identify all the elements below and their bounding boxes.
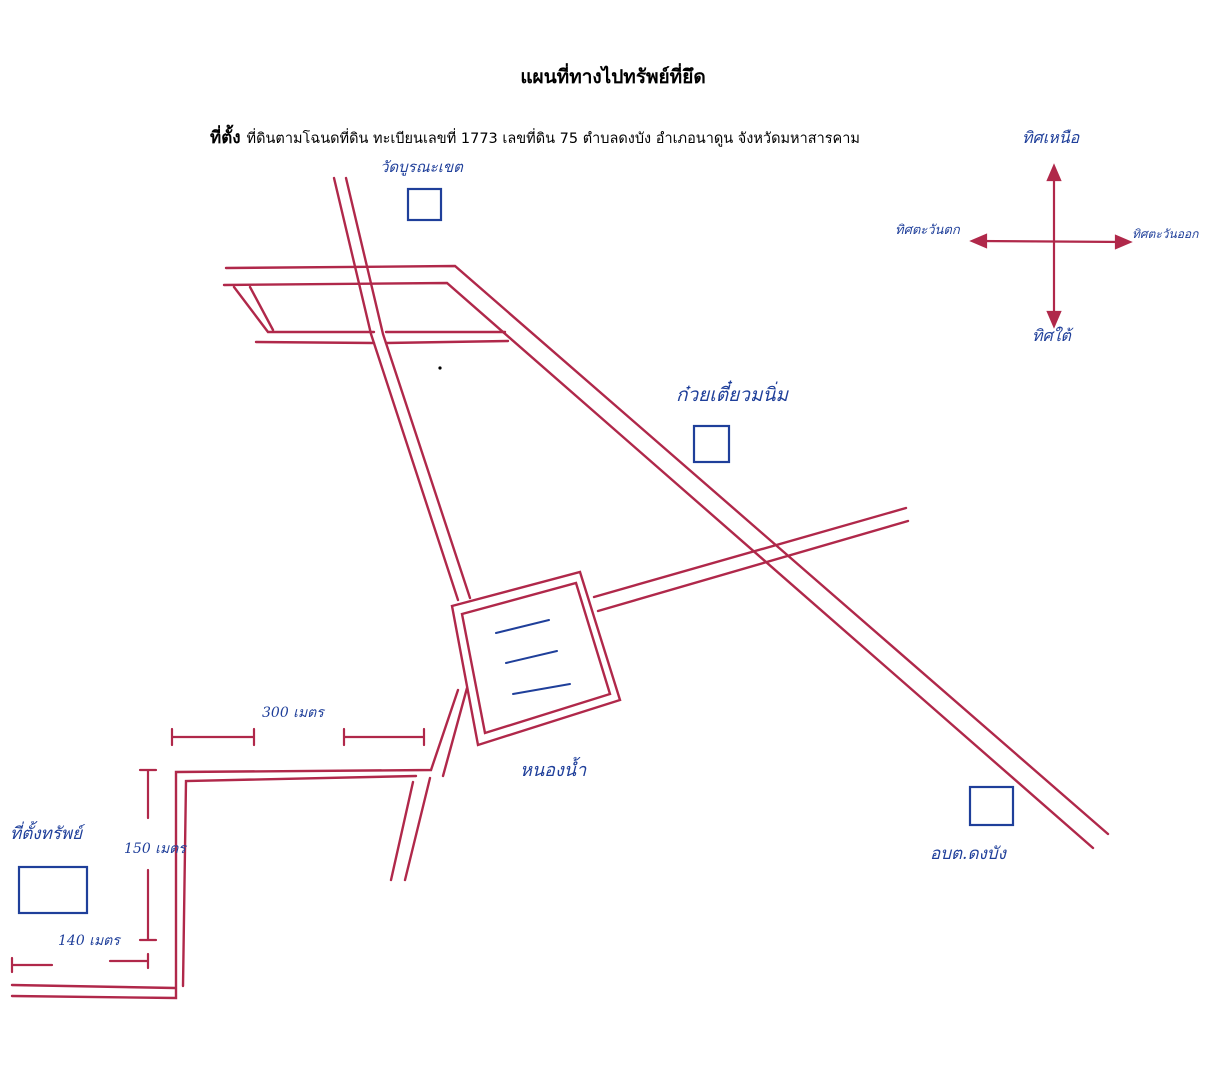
- temple-box: [406, 187, 443, 222]
- road-vertical-a: [332, 176, 460, 602]
- road-top-inner: [222, 281, 1095, 850]
- road-south-b: [441, 686, 469, 778]
- road-connector-c: [254, 340, 376, 345]
- compass-south-label: ทิศใต้: [1032, 326, 1071, 345]
- road-south-e: [10, 983, 177, 990]
- south-arrow-icon: [1046, 310, 1062, 329]
- distance-150-label: 150 เมตร: [124, 841, 186, 857]
- compass-east-label: ทิศตะวันออก: [1132, 227, 1199, 241]
- distance-140-label: 140 เมตร: [58, 933, 120, 949]
- location-line: ที่ตั้ง ที่ดินตามโฉนดที่ดิน ทะเบียนเลขที่…: [210, 124, 860, 151]
- tao-office-box: [968, 785, 1015, 827]
- road-connector-a: [232, 285, 376, 334]
- d140-right: [108, 952, 150, 970]
- location-text: ที่ดินตามโฉนดที่ดิน ทะเบียนเลขที่ 1773 เ…: [246, 131, 860, 147]
- page-title: แผนที่ทางไปทรัพย์ที่ยึด: [520, 66, 706, 88]
- road-south-a: [10, 688, 460, 1000]
- distance-300-label: 300 เมตร: [262, 705, 324, 721]
- west-arrow-icon: [969, 233, 988, 249]
- compass-west-label: ทิศตะวันตก: [895, 223, 960, 238]
- road-top: [224, 264, 1110, 836]
- road-east-b: [596, 519, 910, 613]
- distance-markers: [10, 727, 426, 974]
- road-vertical-b: [344, 176, 472, 600]
- temple-label: วัดบูรณะเขต: [380, 158, 463, 176]
- pond: [450, 570, 622, 747]
- north-arrow-icon: [1046, 163, 1062, 182]
- d140-left: [10, 956, 54, 974]
- noodle-shop-box: [692, 424, 731, 464]
- east-arrow-icon: [1114, 234, 1133, 250]
- landmark-boxes: [17, 187, 1015, 915]
- location-label: ที่ตั้ง: [210, 128, 241, 148]
- road-south-c: [403, 776, 432, 882]
- map-dot: [438, 366, 442, 370]
- pond-water: [495, 619, 571, 695]
- d150-bottom: [138, 868, 158, 942]
- d300-right: [342, 727, 426, 747]
- d150-top: [138, 768, 158, 820]
- road-south-d: [181, 774, 418, 988]
- road-south-f: [389, 780, 415, 882]
- road-connector-e: [384, 339, 510, 345]
- tao-office-label: อบต.ดงบัง: [930, 844, 1006, 864]
- property-box: [17, 865, 89, 915]
- property-label: ที่ตั้งทรัพย์: [10, 824, 83, 844]
- d300-left: [170, 727, 256, 747]
- road-connector-b: [248, 285, 275, 332]
- compass-north-label: ทิศเหนือ: [1022, 128, 1080, 147]
- pond-label: หนองน้ำ: [520, 760, 587, 781]
- road-east-a: [592, 506, 908, 599]
- compass: [969, 163, 1133, 329]
- roads: [10, 176, 1110, 1000]
- noodle-shop-label: ก๋วยเตี๋ยวมนิ่ม: [676, 384, 788, 406]
